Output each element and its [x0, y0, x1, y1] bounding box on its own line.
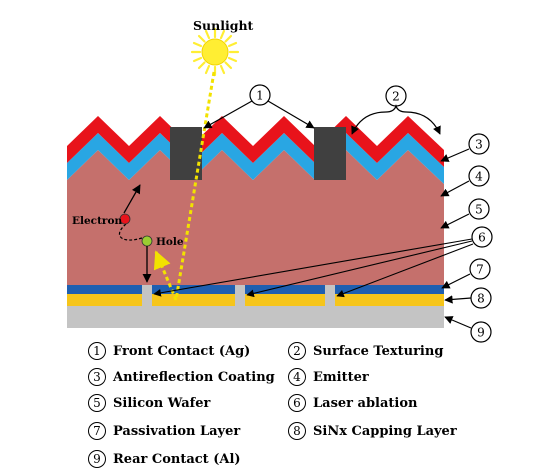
front-contact-right: [314, 127, 346, 180]
legend-label: Laser ablation: [313, 395, 418, 411]
hole-particle: [141, 235, 153, 247]
legend-label: Antireflection Coating: [113, 369, 275, 385]
legend-number: 4: [288, 368, 306, 386]
legend-number: 1: [88, 342, 106, 360]
passivation-layer: [67, 285, 444, 294]
sinx-capping-layer: [67, 294, 444, 306]
legend-number: 2: [288, 342, 306, 360]
legend-item-sinx-capping-layer: 8 SiNx Capping Layer: [288, 422, 457, 440]
legend-label: Passivation Layer: [113, 423, 241, 439]
electron-hole-path: [119, 223, 143, 241]
callout-1-leader-right: [267, 100, 315, 129]
callout-8-leader: [444, 295, 472, 304]
legend-number: 8: [288, 422, 306, 440]
emitter-layer: [67, 133, 444, 184]
callout-number-6: 6: [478, 231, 486, 245]
callout-circle-3: [468, 133, 490, 155]
callout-number-1: 1: [256, 89, 264, 103]
callout-7-leader: [441, 273, 471, 289]
legend-number: 3: [88, 368, 106, 386]
legend-label: SiNx Capping Layer: [313, 423, 457, 439]
callout-number-5: 5: [475, 203, 483, 217]
callout-number-8: 8: [477, 292, 485, 306]
legend-number: 7: [88, 422, 106, 440]
laser-ablation-opening: [325, 285, 335, 306]
callout-circle-9: [470, 321, 492, 343]
callout-number-9: 9: [477, 326, 485, 340]
sunlight-label: Sunlight: [193, 18, 254, 33]
callout-1-leader-left: [203, 100, 253, 129]
callout-6-leader-b: [246, 240, 473, 298]
legend-item-rear-contact: 9 Rear Contact (Al): [88, 450, 241, 468]
antireflection-coating-layer: [67, 116, 444, 167]
hole-label: Hole: [156, 236, 184, 248]
legend-item-antireflection-coating: 3 Antireflection Coating: [88, 368, 275, 386]
callout-circle-1: [249, 84, 271, 106]
callout-circle-7: [469, 258, 491, 280]
callout-3-leader: [440, 148, 470, 162]
callout-6-leader-c: [336, 243, 474, 298]
callout-9-leader: [444, 316, 472, 329]
callout-4-leader: [440, 180, 470, 197]
laser-ablation-opening: [235, 285, 245, 306]
callout-5-leader: [440, 213, 470, 229]
reflected-ray: [153, 250, 178, 301]
legend-label: Front Contact (Ag): [113, 343, 251, 359]
legend-label: Emitter: [313, 369, 369, 385]
electron-label: Electron: [72, 215, 122, 227]
electron-particle: [119, 213, 131, 225]
rear-contact-layer: [67, 306, 444, 328]
sun-icon: [190, 27, 240, 77]
legend-item-laser-ablation: 6 Laser ablation: [288, 394, 417, 412]
legend-label: Surface Texturing: [313, 343, 444, 359]
callout-circle-6: [471, 226, 493, 248]
callout-6-leader-a: [153, 238, 473, 297]
electron-arrow: [123, 184, 141, 214]
callout-number-3: 3: [475, 138, 483, 152]
callout-number-4: 4: [475, 170, 483, 184]
callout-2-bracket: [351, 104, 441, 135]
legend-number: 6: [288, 394, 306, 412]
legend-number: 9: [88, 450, 106, 468]
legend-item-emitter: 4 Emitter: [288, 368, 369, 386]
callout-number-7: 7: [476, 263, 484, 277]
sunlight-ray: [174, 71, 216, 301]
legend-number: 5: [88, 394, 106, 412]
callout-circle-5: [468, 198, 490, 220]
legend-item-silicon-wafer: 5 Silicon Wafer: [88, 394, 210, 412]
legend-item-front-contact: 1 Front Contact (Ag): [88, 342, 250, 360]
legend-label: Rear Contact (Al): [113, 451, 241, 467]
legend-item-surface-texturing: 2 Surface Texturing: [288, 342, 443, 360]
callout-number-2: 2: [392, 90, 400, 104]
legend-label: Silicon Wafer: [113, 395, 211, 411]
legend-item-passivation-layer: 7 Passivation Layer: [88, 422, 240, 440]
callout-circle-4: [468, 165, 490, 187]
laser-ablation-opening: [142, 285, 152, 306]
